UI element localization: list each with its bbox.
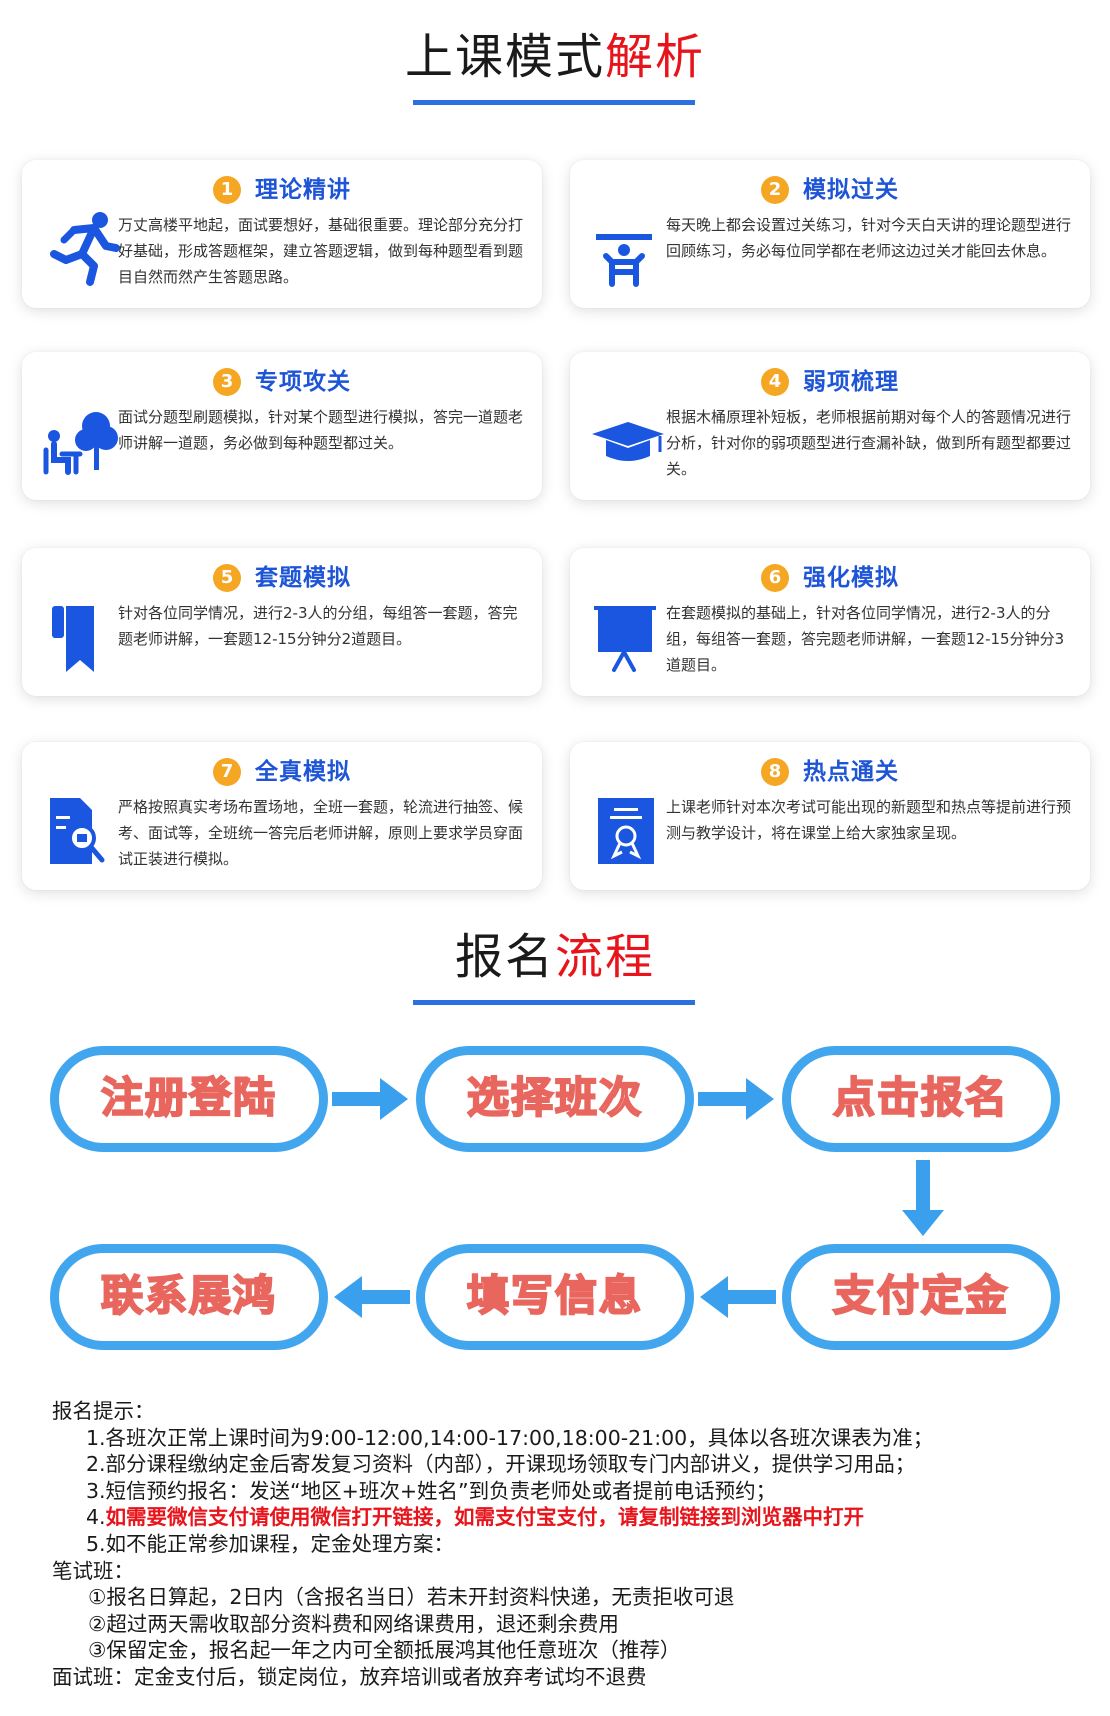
mode-card-8: 8 热点通关 上课老师针对本次考试可能出现的新题型和热点等提前进行预测与教学设计，… [570,742,1090,890]
flow-step-click-register: 点击报名 [782,1046,1060,1152]
mode-card-5: 5 套题模拟 针对各位同学情况，进行2-3人的分组，每组答一套题，答完题老师讲解，… [22,548,542,696]
payment-warning: 如需要微信支付请使用微信打开链接，如需支付宝支付，请复制链接到浏览器中打开 [105,1505,865,1530]
notes-item-number: 4. [86,1505,106,1530]
podium-chair-icon [582,198,672,288]
presentation-board-icon [582,586,672,676]
flow-step-register: 注册登陆 [50,1046,328,1152]
section-title-main: 上课模式 [404,29,605,85]
card-description: 万丈高楼平地起，面试要想好，基础很重要。理论部分充分打好基础，形成答题框架，建立… [118,216,524,286]
arrow-left-icon [700,1276,776,1318]
section-title-underline [413,100,695,105]
mode-card-4: 4 弱项梳理 根据木桶原理补短板，老师根据前期对每个人的答题情况进行分析，针对你的… [570,352,1090,500]
arrow-down-icon [902,1160,944,1236]
notes-item: 1.各班次正常上课时间为9:00-12:00,14:00-17:00,18:00… [86,1425,934,1450]
card-number-badge: 8 [761,757,789,786]
card-title: 强化模拟 [803,564,899,591]
card-title: 全真模拟 [255,758,351,785]
mode-card-7: 7 全真模拟 严格按照真实考场布置场地，全班一套题，轮流进行抽签、候考、面试等，全… [22,742,542,890]
card-title: 理论精讲 [255,176,351,203]
card-number-badge: 1 [213,175,241,204]
card-title: 套题模拟 [255,564,351,591]
section-title-highlight: 流程 [555,929,656,985]
card-header: 6 强化模拟 [570,560,1090,594]
card-header: 8 热点通关 [570,754,1090,788]
card-number-badge: 4 [761,367,789,396]
flow-step-choose-class: 选择班次 [416,1046,694,1152]
card-header: 4 弱项梳理 [570,364,1090,398]
interview-class-line: 面试班：定金支付后，锁定岗位，放弃培训或者放弃考试均不退费 [52,1664,647,1689]
arrow-right-icon [698,1078,774,1120]
card-title: 模拟过关 [803,176,899,203]
flow-step-fill-info: 填写信息 [416,1244,694,1350]
card-header: 2 模拟过关 [570,172,1090,206]
written-class-item: ③保留定金，报名起一年之内可全额抵展鸿其他任意班次（推荐） [88,1638,681,1663]
notes-item: 5.如不能正常参加课程，定金处理方案： [86,1531,455,1556]
card-title: 弱项梳理 [803,368,899,395]
graduation-cap-icon [582,390,672,480]
bookmark-icon [34,586,124,676]
card-header: 7 全真模拟 [22,754,542,788]
card-description: 上课老师针对本次考试可能出现的新题型和热点等提前进行预测与教学设计，将在课堂上给… [666,798,1072,842]
card-description: 根据木桶原理补短板，老师根据前期对每个人的答题情况进行分析，针对你的弱项题型进行… [666,408,1072,478]
running-person-icon [34,198,124,288]
card-description: 针对各位同学情况，进行2-3人的分组，每组答一套题，答完题老师讲解，一套题12-… [118,604,518,648]
flow-step-contact: 联系展鸿 [50,1244,328,1350]
arrow-left-icon [334,1276,410,1318]
card-title: 热点通关 [803,758,899,785]
card-header: 1 理论精讲 [22,172,542,206]
card-number-badge: 3 [213,367,241,396]
card-number-badge: 6 [761,563,789,592]
mode-card-1: 1 理论精讲 万丈高楼平地起，面试要想好，基础很重要。理论部分充分打好基础，形成答… [22,160,542,308]
document-search-icon [34,780,124,870]
student-desk-tree-icon [34,390,124,480]
section-title-underline [413,1000,695,1005]
notes-item: 3.短信预约报名：发送“地区+班次+姓名”到负责老师处或者提前电话预约； [86,1478,777,1503]
flow-step-pay-deposit: 支付定金 [782,1244,1060,1350]
mode-card-6: 6 强化模拟 在套题模拟的基础上，针对各位同学情况，进行2-3人的分组，每组答一套… [570,548,1090,696]
card-description: 在套题模拟的基础上，针对各位同学情况，进行2-3人的分组，每组答一套题，答完题老… [666,604,1065,674]
written-class-item: ②超过两天需收取部分资料费和网络课费用，退还剩余费用 [88,1611,619,1636]
card-description: 严格按照真实考场布置场地，全班一套题，轮流进行抽签、候考、面试等，全班统一答完后… [118,798,524,868]
registration-notes: 报名提示： 1.各班次正常上课时间为9:00-12:00,14:00-17:00… [52,1398,1092,1691]
notes-item-payment: 4.如需要微信支付请使用微信打开链接，如需支付宝支付，请复制链接到浏览器中打开 [52,1504,1092,1531]
notes-item: 2.部分课程缴纳定金后寄发复习资料（内部），开课现场领取专门内部讲义，提供学习用… [86,1452,916,1477]
mode-card-3: 3 专项攻关 面试分题型刷题模拟，针对某个题型进行模拟，答完一道题老师讲解一道题，… [22,352,542,500]
written-class-item: ①报名日算起，2日内（含报名当日）若未开封资料快递，无责拒收可退 [88,1585,735,1610]
section-title-highlight: 解析 [605,29,706,85]
card-description: 面试分题型刷题模拟，针对某个题型进行模拟，答完一道题老师讲解一道题，务必做到每种… [118,408,524,452]
arrow-right-icon [332,1078,408,1120]
card-title: 专项攻关 [255,368,351,395]
section-title-flow: 报名流程 [0,926,1110,988]
card-header: 3 专项攻关 [22,364,542,398]
notes-heading: 报名提示： [52,1399,155,1423]
card-number-badge: 2 [761,175,789,204]
card-number-badge: 7 [213,757,241,786]
card-number-badge: 5 [213,563,241,592]
written-class-heading: 笔试班： [52,1558,134,1583]
mode-card-2: 2 模拟过关 每天晚上都会设置过关练习，针对今天白天讲的理论题型进行回顾练习，务必… [570,160,1090,308]
certificate-icon [582,780,672,870]
section-title-mode: 上课模式解析 [0,26,1110,88]
card-description: 每天晚上都会设置过关练习，针对今天白天讲的理论题型进行回顾练习，务必每位同学都在… [666,216,1072,260]
section-title-main: 报名 [454,929,555,985]
card-header: 5 套题模拟 [22,560,542,594]
